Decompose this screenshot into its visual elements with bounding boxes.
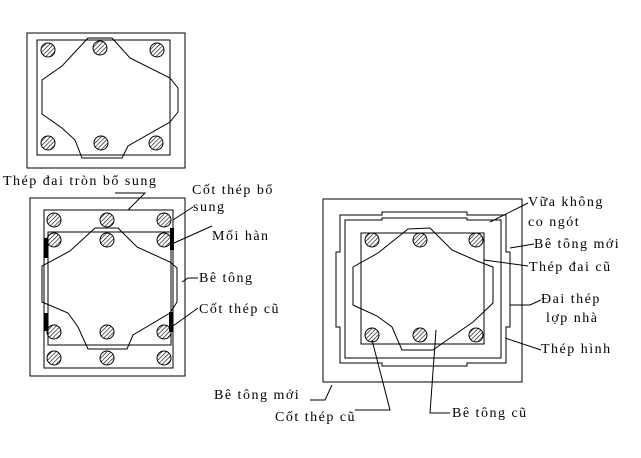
added-round-stirrup bbox=[43, 209, 174, 369]
original-column-section bbox=[26, 32, 186, 169]
rebar-jacket-section bbox=[29, 197, 186, 377]
label-new-concrete-bottom: Bê tông mới bbox=[214, 388, 300, 403]
label-old-rebar-bottom: Cốt thép cũ bbox=[275, 410, 356, 425]
concrete-core-outline bbox=[41, 37, 179, 159]
rebar bbox=[46, 232, 62, 248]
rebar bbox=[40, 135, 56, 151]
rebar bbox=[92, 40, 108, 56]
weld-mark bbox=[44, 313, 48, 331]
rebar bbox=[364, 232, 380, 248]
label-old-stirrup: Thép đai cũ bbox=[529, 260, 612, 275]
label-weld: Mối hàn bbox=[212, 229, 270, 244]
label-roof-strap-2: lợp nhà bbox=[546, 311, 599, 326]
rebar bbox=[40, 42, 56, 58]
rebar bbox=[156, 212, 172, 228]
concrete-core-outline bbox=[41, 227, 178, 350]
rebar bbox=[46, 324, 62, 340]
rebar bbox=[468, 327, 484, 343]
label-grout-2: co ngót bbox=[528, 215, 580, 230]
steel-angle-inner bbox=[344, 217, 502, 359]
rebar bbox=[99, 324, 115, 340]
new-concrete-outline bbox=[322, 198, 523, 383]
label-concrete: Bê tông bbox=[199, 271, 253, 286]
steel-angle-outer bbox=[335, 211, 511, 367]
rebar bbox=[156, 350, 172, 366]
labels: Thép đai tròn bổ sung Cốt thép bổ sung M… bbox=[3, 174, 620, 425]
rebar bbox=[149, 42, 165, 58]
label-old-concrete: Bê tông cũ bbox=[452, 406, 528, 421]
rebar bbox=[156, 232, 172, 248]
rebar bbox=[156, 324, 172, 340]
rebar bbox=[46, 212, 62, 228]
old-rebars bbox=[364, 232, 484, 343]
label-roof-strap-1: Đai thép bbox=[541, 292, 601, 307]
rebar bbox=[99, 232, 115, 248]
rebar bbox=[468, 232, 484, 248]
weld-mark bbox=[44, 238, 48, 258]
old-stirrup bbox=[36, 39, 171, 156]
leader-lines bbox=[115, 192, 542, 414]
weld-mark bbox=[170, 228, 174, 250]
weld-mark bbox=[169, 312, 173, 332]
label-grout-1: Vữa không bbox=[528, 195, 604, 210]
label-steel-section: Thép hình bbox=[541, 342, 612, 357]
label-new-concrete-right: Bê tông mới bbox=[534, 237, 620, 252]
concrete-core-outline bbox=[352, 227, 494, 351]
rebar bbox=[412, 327, 428, 343]
rebar bbox=[412, 232, 428, 248]
new-concrete-outline bbox=[29, 197, 186, 377]
rebar bbox=[99, 350, 115, 366]
label-added-rebar-2: sung bbox=[193, 200, 225, 215]
label-added-rebar-1: Cốt thép bổ bbox=[192, 183, 274, 198]
old-stirrup bbox=[47, 231, 172, 346]
rebar bbox=[99, 212, 115, 228]
steel-jacket-section bbox=[322, 198, 523, 383]
column-outline bbox=[26, 32, 186, 169]
rebar bbox=[148, 135, 164, 151]
label-old-rebar-left: Cốt thép cũ bbox=[199, 302, 280, 317]
old-rebars bbox=[40, 40, 165, 151]
label-added-round-stirrup: Thép đai tròn bổ sung bbox=[3, 174, 157, 189]
rebar bbox=[364, 327, 380, 343]
rebars bbox=[46, 212, 172, 366]
rebar bbox=[93, 135, 109, 151]
rebar bbox=[46, 350, 62, 366]
